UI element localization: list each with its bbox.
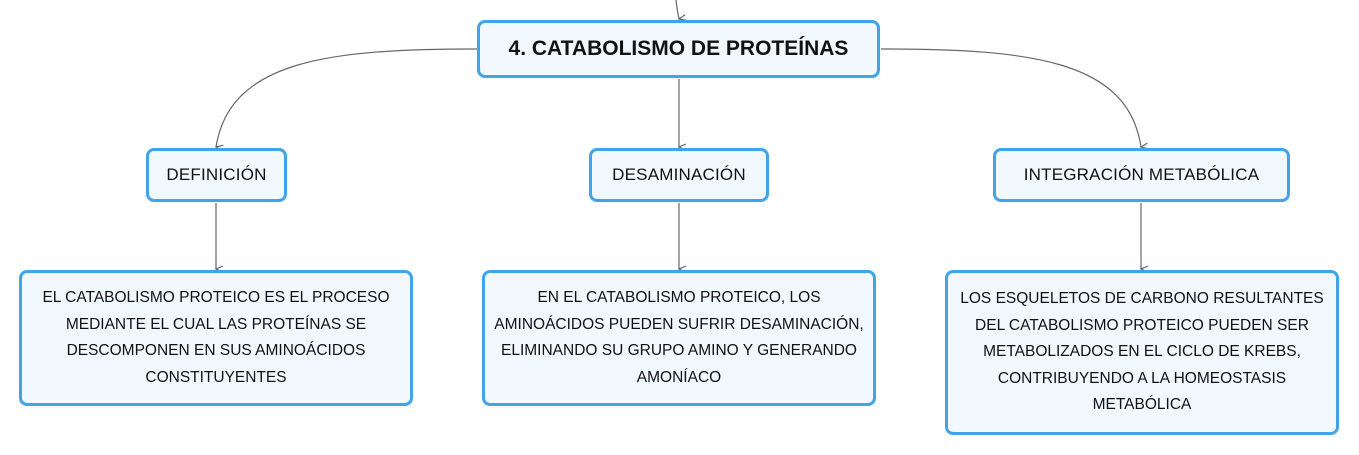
detail-node-text: LOS ESQUELETOS DE CARBONO RESULTANTES DE… bbox=[960, 290, 1324, 414]
topic-node-label: DESAMINACIÓN bbox=[612, 165, 746, 184]
root-node[interactable]: 4. CATABOLISMO DE PROTEÍNAS bbox=[477, 20, 880, 78]
detail-node-text: EL CATABOLISMO PROTEICO ES EL PROCESO ME… bbox=[42, 289, 390, 386]
topic-node-label: DEFINICIÓN bbox=[166, 165, 267, 184]
topic-node-label: INTEGRACIÓN METABÓLICA bbox=[1023, 165, 1260, 184]
connector-root-to-integracion bbox=[880, 48, 1141, 147]
detail-node-text: EN EL CATABOLISMO PROTEICO, LOS AMINOÁCI… bbox=[494, 289, 864, 386]
topic-node-definicion[interactable]: DEFINICIÓN bbox=[146, 148, 287, 202]
connector-incoming-root bbox=[675, 0, 679, 19]
topic-node-integracion-metabolica[interactable]: INTEGRACIÓN METABÓLICA bbox=[993, 148, 1290, 202]
detail-node-desaminacion[interactable]: EN EL CATABOLISMO PROTEICO, LOS AMINOÁCI… bbox=[482, 270, 876, 406]
root-node-label: 4. CATABOLISMO DE PROTEÍNAS bbox=[508, 37, 849, 60]
detail-node-definicion[interactable]: EL CATABOLISMO PROTEICO ES EL PROCESO ME… bbox=[19, 270, 413, 406]
topic-node-desaminacion[interactable]: DESAMINACIÓN bbox=[589, 148, 769, 202]
detail-node-integracion-metabolica[interactable]: LOS ESQUELETOS DE CARBONO RESULTANTES DE… bbox=[945, 270, 1339, 435]
connector-root-to-definicion bbox=[216, 48, 478, 147]
